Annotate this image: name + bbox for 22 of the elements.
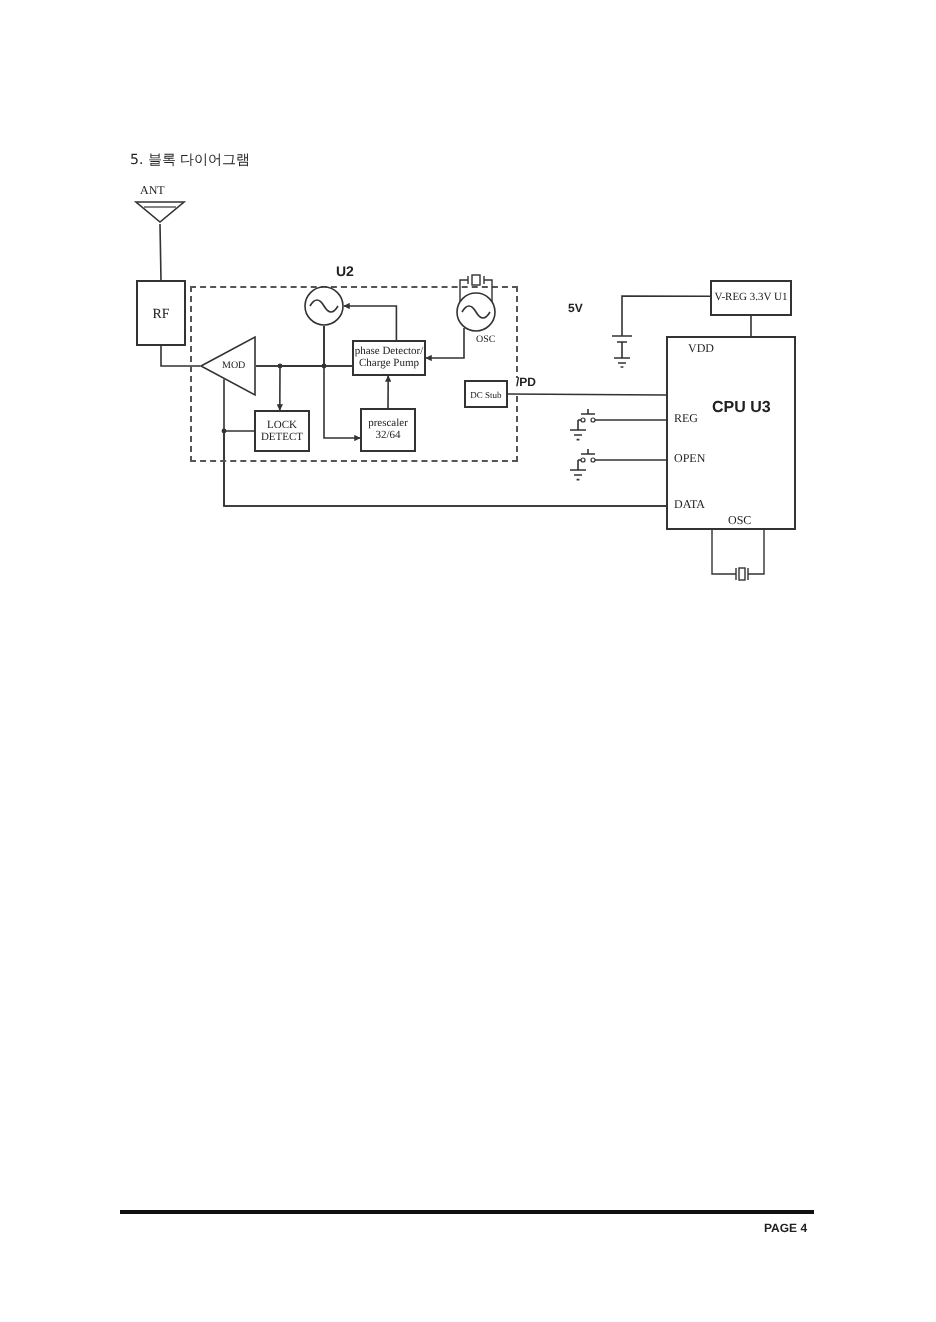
connector-line	[750, 315, 752, 337]
connector-line	[159, 223, 162, 281]
connector-line	[160, 345, 201, 367]
connector-line	[507, 393, 667, 396]
connector-line	[621, 295, 711, 321]
connector-line	[599, 459, 667, 461]
connector-line	[343, 302, 398, 341]
antenna-symbol	[132, 186, 188, 224]
cpu-block	[666, 336, 796, 530]
module-group	[190, 262, 518, 462]
battery-symbol	[608, 320, 636, 368]
modulator-triangle	[200, 336, 256, 396]
push-switch	[566, 406, 600, 442]
chip-name: CPU U3	[712, 400, 771, 414]
connector-line	[599, 419, 667, 421]
connector-line	[255, 325, 325, 367]
connector-line	[276, 365, 353, 411]
push-switch	[566, 446, 600, 482]
connector-line	[425, 351, 465, 362]
oscillator-circle	[304, 286, 344, 326]
connector-line	[384, 375, 392, 409]
connector-line	[223, 430, 667, 507]
